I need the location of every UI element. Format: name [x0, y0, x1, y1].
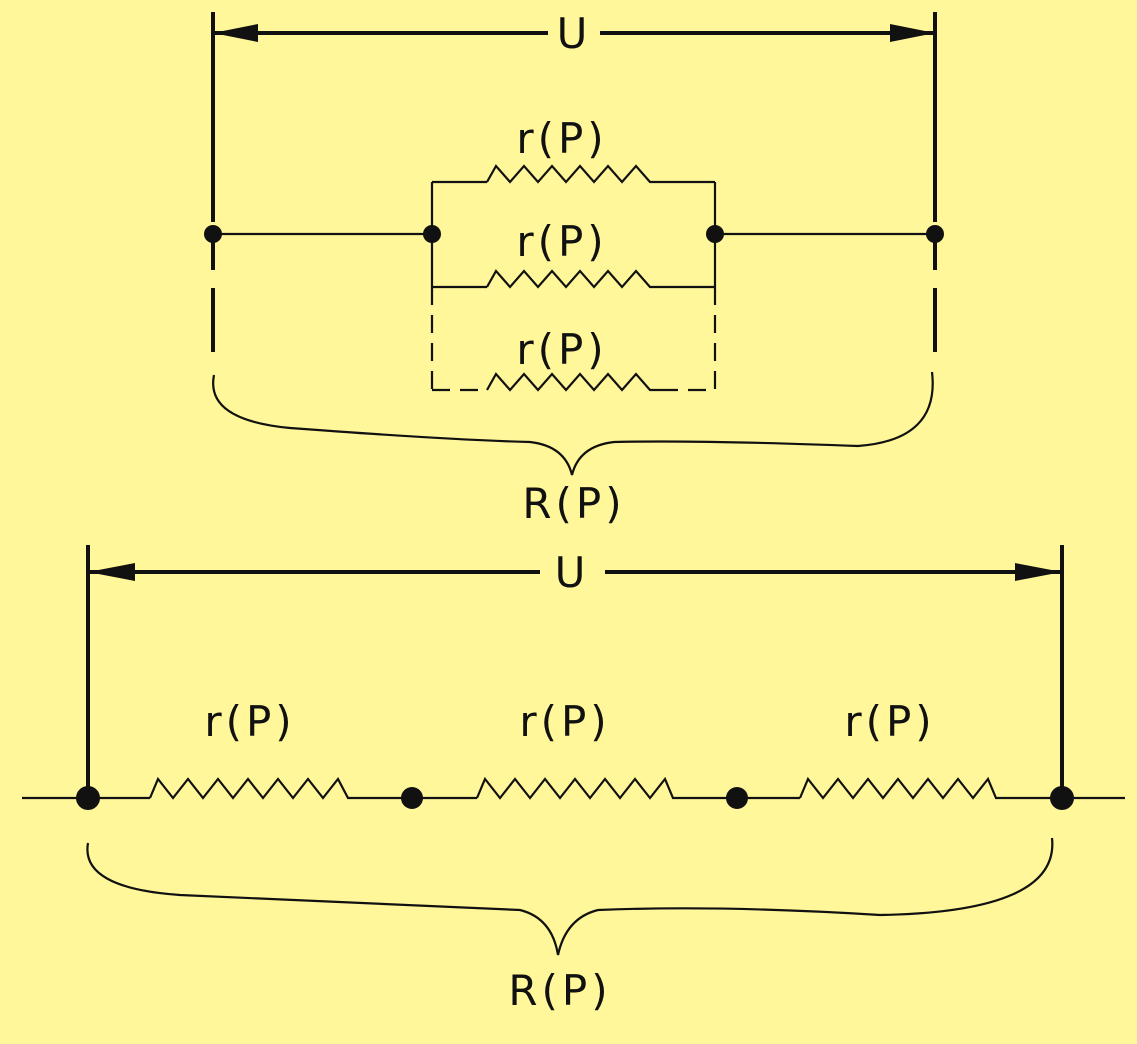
parallel-left-arrow-icon	[213, 24, 258, 42]
series-resistor-label-3: r(P)	[844, 697, 935, 746]
series-resistor-3: r(P)	[798, 697, 998, 800]
parallel-resistor-branch-3: r(P)	[432, 325, 715, 392]
parallel-resistor-label-1: r(P)	[516, 114, 607, 163]
resistor-icon	[148, 776, 350, 800]
series-left-arrow-icon	[88, 563, 135, 581]
resistor-icon	[486, 372, 660, 392]
series-resistor-label-1: r(P)	[204, 697, 295, 746]
series-terminal-node-left	[76, 786, 100, 810]
resistor-icon	[486, 269, 660, 289]
resistor-icon	[486, 164, 660, 184]
parallel-resistor-label-2: r(P)	[516, 217, 607, 266]
resistor-icon	[798, 776, 998, 800]
series-terminal-node-right	[1050, 786, 1074, 810]
parallel-total-label: R(P)	[522, 479, 625, 528]
parallel-junction-node-right	[706, 225, 724, 243]
series-resistor-1: r(P)	[148, 697, 350, 800]
parallel-resistor-branch-1: r(P)	[432, 114, 715, 184]
series-total-brace	[86, 837, 1054, 956]
resistor-icon	[475, 776, 675, 800]
series-total-label: R(P)	[508, 966, 611, 1015]
parallel-circuit: U r(P) r(P) r(P)	[204, 9, 944, 528]
series-resistor-label-2: r(P)	[519, 697, 610, 746]
parallel-resistor-label-3: r(P)	[516, 325, 607, 374]
parallel-voltage-dimension: U	[211, 9, 937, 352]
parallel-resistor-branch-2: r(P)	[432, 217, 715, 289]
series-right-arrow-icon	[1015, 563, 1062, 581]
series-voltage-dimension: U	[86, 545, 1064, 798]
parallel-total-brace	[212, 371, 934, 476]
series-circuit: U r(P) r(P) r(P) R(P)	[22, 545, 1125, 1015]
parallel-terminal-node-left	[204, 225, 222, 243]
series-junction-node-2	[726, 787, 748, 809]
series-voltage-label: U	[555, 548, 590, 597]
parallel-voltage-label: U	[557, 9, 592, 58]
parallel-junction-node-left	[423, 225, 441, 243]
series-resistor-2: r(P)	[475, 697, 675, 800]
series-junction-node-1	[401, 787, 423, 809]
parallel-terminal-node-right	[926, 225, 944, 243]
parallel-right-arrow-icon	[890, 24, 935, 42]
